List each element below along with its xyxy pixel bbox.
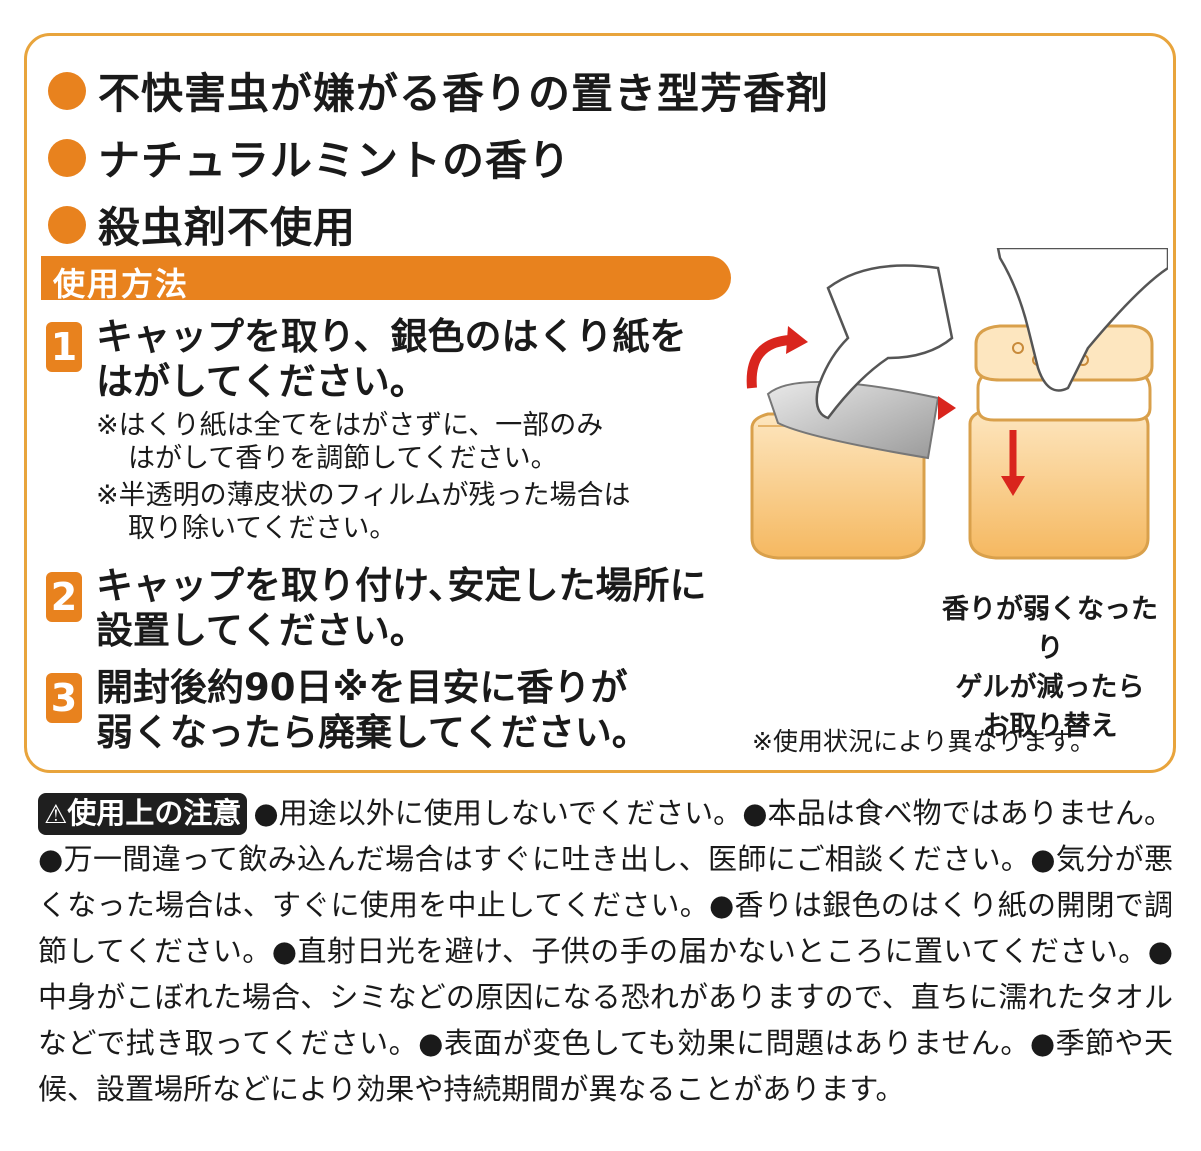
feature-text: 不快害虫が嫌がる香りの置き型芳香剤	[98, 69, 830, 118]
feature-item: ナチュラルミントの香り	[48, 127, 571, 188]
step-number: 1	[46, 322, 82, 372]
bullet-dot	[48, 205, 86, 244]
step-line: はがしてください。	[96, 360, 427, 403]
warning-section: ⚠使用上の注意●用途以外に使用しないでください。●本品は食べ物ではありません。●…	[38, 790, 1173, 1112]
rotate-arrow-icon	[746, 335, 791, 389]
usage-panel	[24, 33, 1176, 773]
step-line: 開封後約90日※を目安に香りが	[96, 666, 628, 709]
bullet-dot	[48, 138, 86, 177]
replace-line: ゲルが減ったら	[955, 672, 1145, 703]
feature-text: ナチュラルミントの香り	[98, 136, 572, 185]
feature-text: 殺虫剤不使用	[98, 203, 357, 252]
hand-icon	[815, 264, 954, 420]
usage-illustration	[746, 248, 1168, 560]
next-arrow-icon	[938, 396, 956, 420]
replace-label: 香りが弱くなったり ゲルが減ったら お取り替え	[930, 590, 1170, 746]
feature-item: 殺虫剤不使用	[48, 194, 356, 255]
arrow-head-icon	[786, 326, 808, 354]
step-line: キャップを取り、銀色のはくり紙を	[96, 315, 687, 358]
usage-heading: 使用方法	[53, 265, 190, 303]
warning-triangle-icon: ⚠	[44, 800, 68, 830]
step-note: ※はくり紙は全てをはがさずに、一部のみ	[96, 410, 604, 441]
step-number: 2	[46, 572, 82, 622]
usage-heading-bar: 使用方法	[41, 256, 731, 303]
warning-badge-label: 使用上の注意	[67, 796, 242, 830]
bullet-dot	[48, 71, 86, 110]
replace-line: 香りが弱くなったり	[942, 594, 1158, 664]
step-note: 取り除いてください。	[128, 513, 397, 544]
feature-item: 不快害虫が嫌がる香りの置き型芳香剤	[48, 60, 829, 121]
step-line: 設置してください。	[96, 609, 427, 652]
step-note: ※半透明の薄皮状のフィルムが残った場合は	[96, 480, 631, 511]
warning-text: ●用途以外に使用しないでください。●本品は食べ物ではありません。●万一間違って飲…	[38, 796, 1173, 1106]
step-text: キャップを取り、銀色のはくり紙を はがしてください。	[96, 314, 687, 404]
hand-icon	[996, 248, 1168, 392]
step-line: キャップを取り付け､安定した場所に	[96, 564, 707, 607]
step-note: はがして香りを調節してください。	[128, 443, 558, 474]
usage-note: ※使用状況により異なります。	[752, 727, 1095, 756]
replace-line: お取り替え	[982, 711, 1118, 742]
step-text: 開封後約90日※を目安に香りが 弱くなったら廃棄してください。	[96, 665, 649, 755]
container-left	[750, 381, 940, 560]
warning-badge: ⚠使用上の注意	[38, 793, 248, 835]
step-number: 3	[46, 673, 82, 723]
step-text: キャップを取り付け､安定した場所に 設置してください。	[96, 563, 707, 653]
step-line: 弱くなったら廃棄してください。	[96, 711, 649, 754]
